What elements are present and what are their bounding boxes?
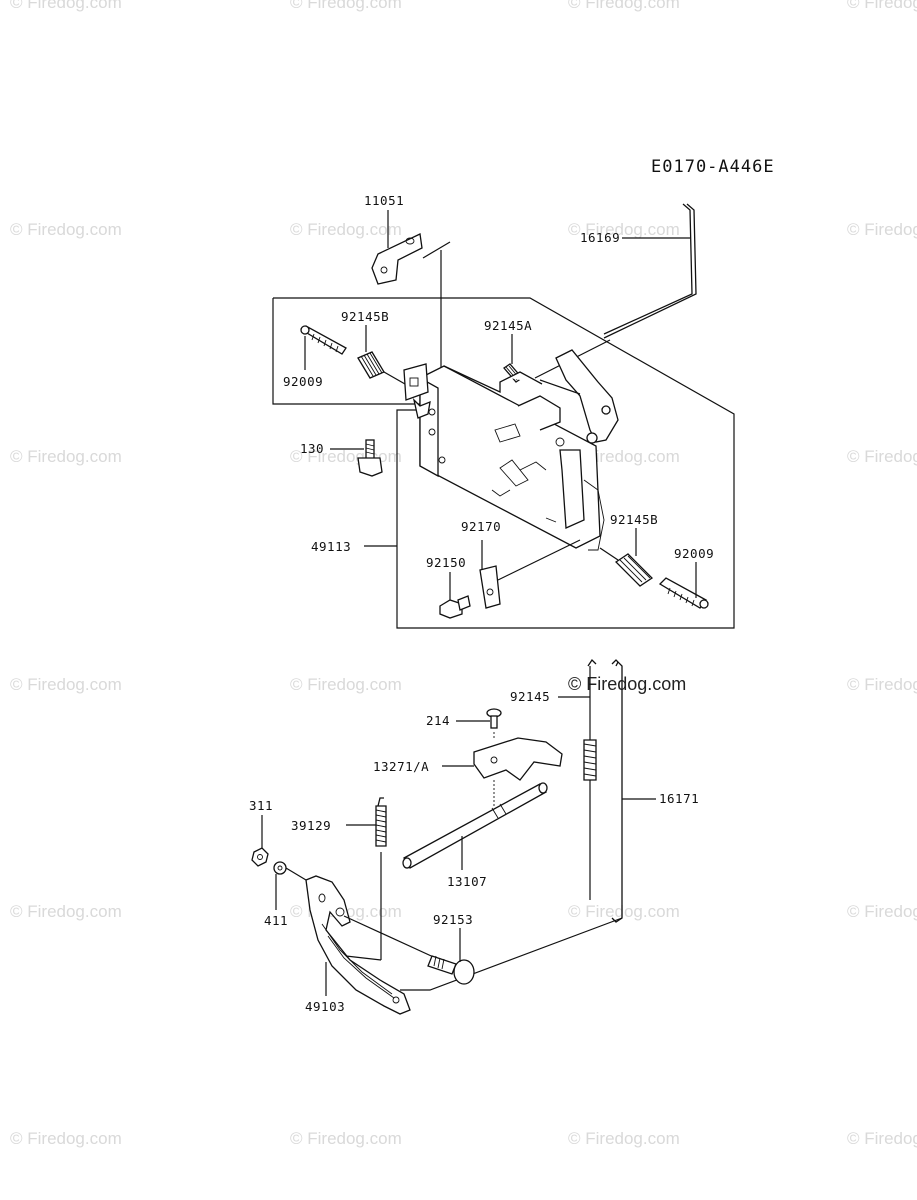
part-label: 49103 <box>305 999 345 1014</box>
shaft-13107 <box>402 780 548 870</box>
part-label: 92145B <box>341 309 389 324</box>
pin-92153 <box>427 928 475 985</box>
watermark: © Firedog.com <box>10 220 122 239</box>
watermark: © Firedog.com <box>290 0 402 12</box>
part-label: 92145B <box>610 512 658 527</box>
watermark: © Firedog.com <box>847 1129 917 1148</box>
part-label: 311 <box>249 798 273 813</box>
spring-92145B-left <box>357 325 406 385</box>
watermark: © Firedog.com <box>10 675 122 694</box>
watermark: © Firedog.com <box>568 220 680 239</box>
part-label: 11051 <box>364 193 404 208</box>
watermark: © Firedog.com <box>10 1129 122 1148</box>
rod-16171 <box>400 659 656 991</box>
screw-214 <box>456 708 502 740</box>
part-label: 92153 <box>433 912 473 927</box>
part-label: 92145 <box>510 689 550 704</box>
lever-49103 <box>305 875 441 1015</box>
bracket-11051 <box>371 210 451 380</box>
washer-411 <box>273 861 307 910</box>
watermark: © Firedog.com <box>847 675 917 694</box>
nut-311 <box>251 815 269 867</box>
watermark: © Firedog.com <box>568 902 680 921</box>
part-label: 130 <box>300 441 324 456</box>
lower-assembly <box>251 658 656 1015</box>
part-label: 16171 <box>659 791 699 806</box>
part-label: 92009 <box>674 546 714 561</box>
watermark: © Firedog.com <box>568 1129 680 1148</box>
bolt-92009-right <box>658 562 709 609</box>
bolt-92009-left <box>300 325 347 370</box>
watermark-layer: © Firedog.com © Firedog.com © Firedog.co… <box>10 0 917 1148</box>
part-label: 13271/A <box>373 759 429 774</box>
group-bracket-left <box>272 298 420 405</box>
lever-bracket-right <box>539 349 619 444</box>
spring-92145 <box>558 658 597 900</box>
part-label: 92145A <box>484 318 532 333</box>
diagram-code: E0170-A446E <box>651 157 775 177</box>
part-label: 214 <box>426 713 450 728</box>
watermark: © Firedog.com <box>847 220 917 239</box>
watermark: © Firedog.com <box>847 0 917 12</box>
part-label: 39129 <box>291 818 331 833</box>
watermark: © Firedog.com <box>290 675 402 694</box>
control-plate-49113 <box>403 363 605 551</box>
plate-13271A <box>442 737 563 781</box>
watermark: © Firedog.com <box>290 1129 402 1148</box>
watermark: © Firedog.com <box>10 447 122 466</box>
brand-mark: © Firedog.com <box>568 674 686 694</box>
spring-92145B-right <box>599 528 654 587</box>
part-label: 92170 <box>461 519 501 534</box>
clip-92170 <box>479 539 581 609</box>
watermark: © Firedog.com <box>568 0 680 12</box>
watermark: © Firedog.com <box>10 902 122 921</box>
watermark: © Firedog.com <box>847 447 917 466</box>
part-label: 13107 <box>447 874 487 889</box>
group-outline <box>273 297 735 629</box>
part-label: 16169 <box>580 230 620 245</box>
watermark: © Firedog.com <box>290 220 402 239</box>
upper-assembly <box>272 203 735 629</box>
part-label: 92009 <box>283 374 323 389</box>
watermark: © Firedog.com <box>847 902 917 921</box>
labels: 11051 16169 92145B 92145A 92009 130 4911… <box>249 193 714 1014</box>
screw-92150 <box>439 572 471 619</box>
part-label: 411 <box>264 913 288 928</box>
part-label: 49113 <box>311 539 351 554</box>
watermark: © Firedog.com <box>10 0 122 12</box>
bolt-130 <box>330 439 383 477</box>
part-label: 92150 <box>426 555 466 570</box>
spring-39129 <box>346 797 387 960</box>
